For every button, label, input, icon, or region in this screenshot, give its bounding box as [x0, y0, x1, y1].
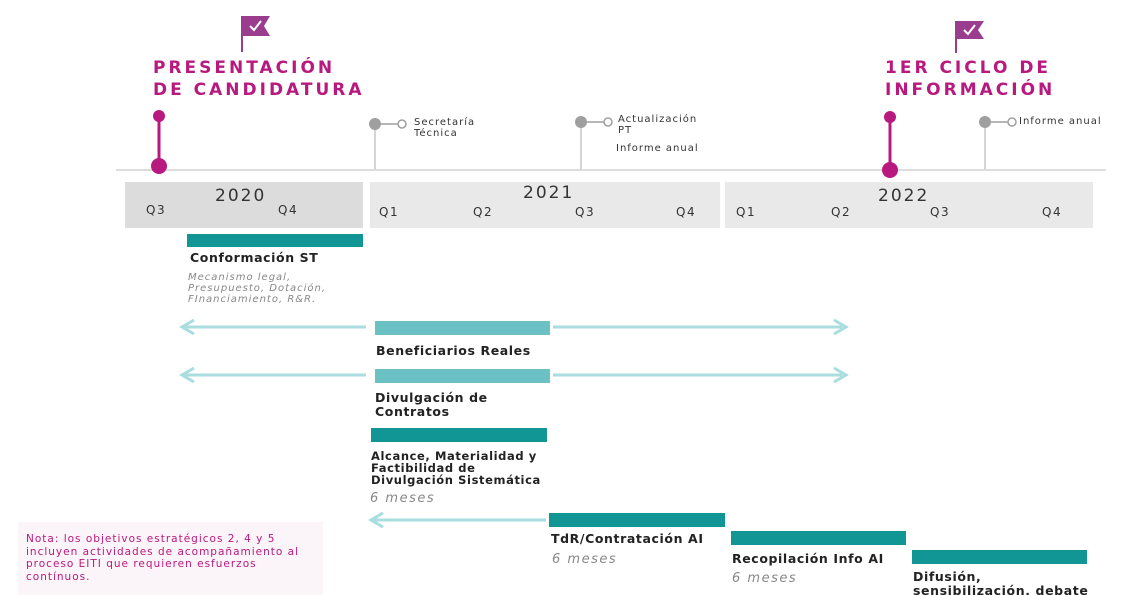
quarter-label: Q3	[146, 203, 167, 217]
milestone-flag-icon	[955, 21, 984, 53]
quarter-label: Q3	[930, 205, 951, 219]
duration-alcance: 6 meses	[370, 491, 436, 506]
bar-label-alcance: Alcance, Materialidad y Factibilidad de …	[371, 449, 541, 487]
bar-conformacion	[187, 234, 363, 247]
bar-divulgacion	[375, 369, 550, 383]
bar-sub-conformacion: Mecanismo legal, Presupuesto, Dotación, …	[188, 272, 327, 305]
event-sublabel-informe: Informe anual	[616, 143, 699, 154]
bar-recopilacion	[731, 531, 906, 545]
year-box-2021	[370, 182, 720, 228]
duration-tdr: 6 meses	[552, 552, 618, 567]
milestone-dot-top	[153, 110, 165, 122]
quarter-label: Q4	[676, 205, 697, 219]
milestone-dot-top	[884, 111, 896, 123]
bar-difusion	[912, 550, 1087, 564]
event-label-actualizacion: Actualización PT	[618, 114, 698, 136]
year-label-2022: 2022	[878, 186, 930, 206]
event-dot	[369, 118, 381, 130]
year-label-2021: 2021	[523, 183, 575, 203]
year-label-2020: 2020	[215, 186, 267, 206]
quarter-label: Q2	[473, 205, 494, 219]
event-dot	[979, 116, 991, 128]
milestone-flag-icon	[241, 16, 270, 52]
bar-beneficiarios	[375, 321, 550, 335]
bar-alcance	[371, 428, 547, 442]
bar-tdr	[549, 513, 725, 527]
duration-recopilacion: 6 meses	[732, 571, 798, 586]
quarter-label: Q1	[379, 205, 400, 219]
bar-label-difusion: Difusión, sensibilización, debate públic…	[913, 570, 1089, 595]
year-box-2020	[125, 182, 363, 228]
quarter-label: Q4	[278, 203, 299, 217]
bar-label-recopilacion: Recopilación Info AI	[732, 551, 884, 566]
milestone-dot-bottom	[882, 162, 898, 178]
event-dot	[575, 116, 587, 128]
event-ring	[397, 119, 407, 129]
event-ring	[1007, 117, 1017, 127]
bar-label-divulgacion: Divulgación de Contratos	[375, 390, 488, 419]
bar-label-tdr: TdR/Contratación AI	[551, 531, 704, 546]
bar-label-conformacion: Conformación ST	[190, 250, 319, 265]
quarter-label: Q1	[736, 205, 757, 219]
milestone-dot-bottom	[151, 158, 167, 174]
milestone-title-candidatura: PRESENTACIÓN DE CANDIDATURA	[153, 58, 365, 100]
quarter-label: Q2	[831, 205, 852, 219]
quarter-label: Q4	[1042, 205, 1063, 219]
event-ring	[603, 117, 613, 127]
event-label-informe-anual: Informe anual	[1019, 116, 1102, 127]
bar-label-beneficiarios: Beneficiarios Reales	[376, 343, 531, 358]
event-label-secretaria: Secretaría Técnica	[414, 117, 476, 139]
note-text: Nota: los objetivos estratégicos 2, 4 y …	[26, 533, 299, 583]
year-box-2022	[725, 182, 1093, 228]
quarter-label: Q3	[575, 205, 596, 219]
milestone-title-ciclo: 1ER CICLO DE INFORMACIÓN	[885, 58, 1056, 100]
note-box	[18, 522, 323, 595]
